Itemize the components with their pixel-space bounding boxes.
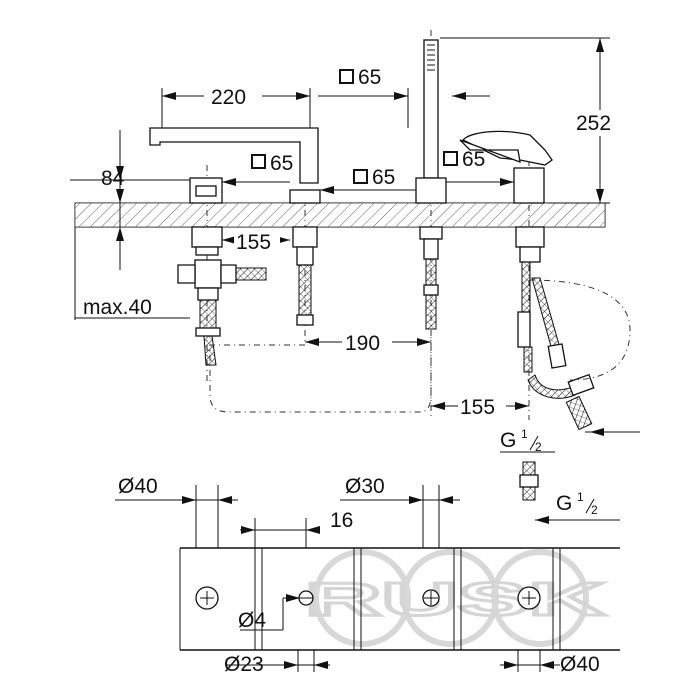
thread-upper-num: 1	[521, 427, 528, 441]
mixer-lever	[459, 130, 595, 431]
plan-d40-left-label: Ø40	[118, 475, 158, 498]
dim-155-left-label: 155	[236, 231, 271, 254]
dimension-max40: max.40	[74, 203, 190, 320]
thread-upper-prefix: G	[500, 429, 516, 452]
plan-d23-label: Ø23	[224, 653, 264, 676]
dim-65-diverter-label: 65	[372, 166, 395, 189]
bath-spout	[149, 127, 319, 366]
dimension-252: 252	[440, 37, 625, 204]
dim-220-label: 220	[211, 86, 246, 109]
dimension-d40-left: Ø40	[115, 475, 238, 548]
thread-label-lower: G 1 2	[535, 490, 620, 524]
deck-section	[74, 202, 606, 228]
thread-upper-den: 2	[535, 440, 542, 454]
dim-max40-label: max.40	[83, 296, 152, 319]
dim-65-spout-label: 65	[270, 152, 293, 175]
hose-path	[209, 279, 631, 413]
hand-shower	[415, 39, 447, 330]
dim-65-handle-label: 65	[462, 148, 485, 171]
dim-252-label: 252	[576, 112, 611, 135]
thread-lower-num: 1	[577, 490, 584, 504]
thread-lower-den: 2	[591, 503, 598, 517]
dimension-65-top: 65	[318, 66, 409, 128]
connection-hose	[519, 461, 539, 501]
thread-lower-prefix: G	[556, 492, 572, 515]
dimension-65-diverter: 65	[320, 166, 416, 194]
dimension-220: 220	[161, 84, 311, 128]
plan-16-label: 16	[330, 509, 353, 532]
diverter	[289, 189, 321, 326]
dimension-d23: Ø23	[224, 650, 330, 676]
thread-label-upper: G 1 2	[500, 427, 640, 454]
plan-d30-label: Ø30	[345, 475, 385, 498]
dimension-d4: Ø4	[238, 594, 300, 632]
dimension-65-right-shower	[452, 92, 490, 100]
dim-84-label: 84	[101, 167, 125, 190]
dimension-65-handle: 65	[443, 148, 514, 186]
dimension-155-right: 155	[431, 394, 529, 419]
dimension-155-left: 155	[222, 230, 290, 254]
dimension-d40-right: Ø40	[500, 650, 600, 676]
dim-190-label: 190	[345, 332, 380, 355]
dimension-84: 84	[70, 130, 190, 203]
dim-65-top-label: 65	[358, 66, 381, 89]
plan-view	[179, 547, 620, 651]
dimension-16: 16	[240, 509, 353, 548]
plan-d4-label: Ø4	[238, 609, 266, 632]
dimension-190: 190	[305, 330, 431, 355]
plan-d40-right-label: Ø40	[560, 653, 600, 676]
dim-155-right-label: 155	[460, 396, 495, 419]
dimension-65-spout-base: 65	[222, 152, 293, 186]
dimension-d30: Ø30	[340, 475, 460, 548]
